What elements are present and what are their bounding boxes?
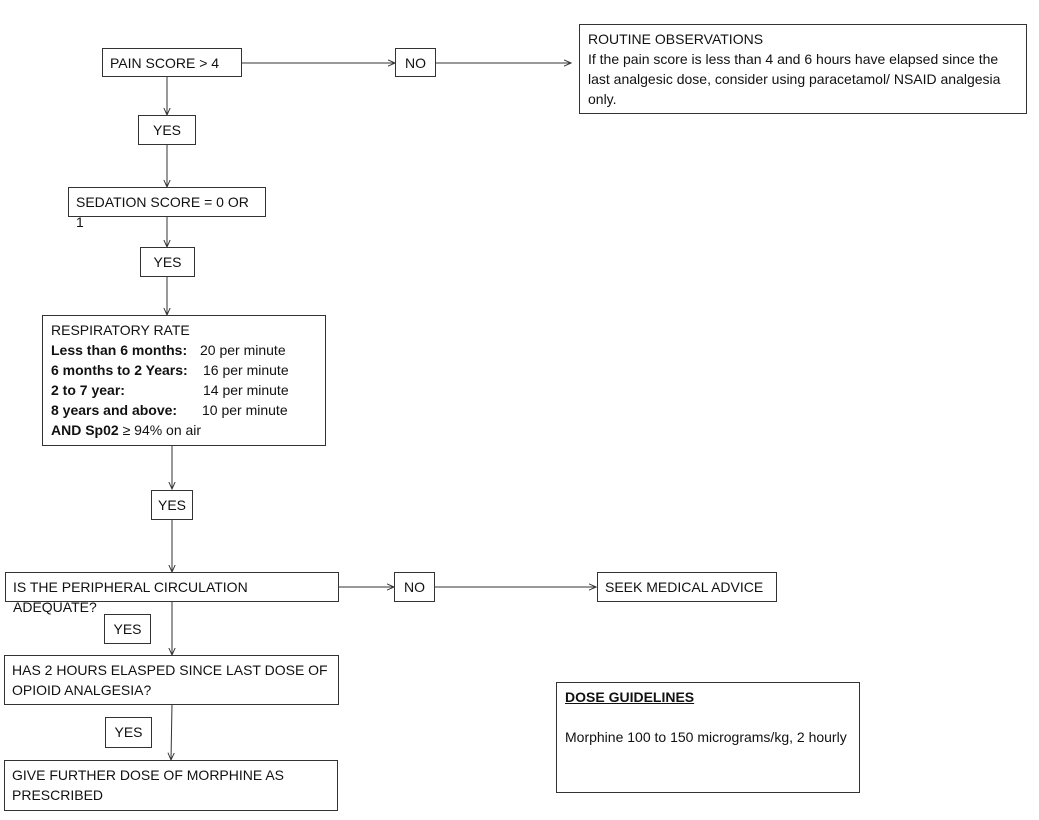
resp-row-value: 14 per minute xyxy=(203,382,289,398)
seek-medical-advice-box: SEEK MEDICAL ADVICE xyxy=(597,572,777,602)
resp-row: Less than 6 months: 20 per minute xyxy=(51,340,317,360)
dose-title: DOSE GUIDELINES xyxy=(565,689,695,705)
dose-guidelines-box: DOSE GUIDELINES Morphine 100 to 150 micr… xyxy=(556,682,860,793)
routine-title: ROUTINE OBSERVATIONS xyxy=(588,31,764,47)
arrow-elapsed-to-give xyxy=(171,703,172,760)
respiratory-title: RESPIRATORY RATE xyxy=(51,322,190,338)
resp-row-value: 10 per minute xyxy=(202,402,288,418)
sedation-score-box: SEDATION SCORE = 0 OR 1 xyxy=(68,187,266,230)
resp-row: 6 months to 2 Years: 16 per minute xyxy=(51,360,317,380)
sedation-score-label: SEDATION SCORE = 0 OR 1 xyxy=(76,194,249,230)
yes-label-3: YES xyxy=(151,490,193,520)
yes-label-1: YES xyxy=(138,115,196,145)
resp-row-label: 2 to 7 year: xyxy=(51,382,125,398)
give-label: GIVE FURTHER DOSE OF MORPHINE AS PRESCRI… xyxy=(12,767,285,803)
spo2-rest: ≥ 94% on air xyxy=(122,422,202,438)
respiratory-rate-box: RESPIRATORY RATE Less than 6 months: 20 p… xyxy=(42,315,326,446)
peripheral-circulation-box: IS THE PERIPHERAL CIRCULATION ADEQUATE? xyxy=(5,572,339,615)
pain-score-label: PAIN SCORE > 4 xyxy=(110,55,220,71)
elapsed-label: HAS 2 HOURS ELASPED SINCE LAST DOSE OF O… xyxy=(12,662,328,698)
resp-row: 2 to 7 year: 14 per minute xyxy=(51,380,317,400)
routine-text: If the pain score is less than 4 and 6 h… xyxy=(588,51,1001,107)
spo2-line: AND Sp02 ≥ 94% on air xyxy=(51,420,317,440)
resp-row: 8 years and above: 10 per minute xyxy=(51,400,317,420)
yes-label-5: YES xyxy=(105,717,152,748)
yes-label-2: YES xyxy=(140,247,195,277)
spo2-bold: AND Sp02 xyxy=(51,422,119,438)
no-label-1: NO xyxy=(395,48,436,77)
resp-row-label: 6 months to 2 Years: xyxy=(51,362,188,378)
yes-label-4: YES xyxy=(104,614,151,644)
resp-row-label: 8 years and above: xyxy=(51,402,178,418)
resp-row-value: 20 per minute xyxy=(200,342,286,358)
resp-row-value: 16 per minute xyxy=(203,362,289,378)
seek-label: SEEK MEDICAL ADVICE xyxy=(605,579,764,595)
pain-score-box: PAIN SCORE > 4 xyxy=(102,48,242,77)
no-label-2: NO xyxy=(394,572,435,602)
two-hours-elapsed-box: HAS 2 HOURS ELASPED SINCE LAST DOSE OF O… xyxy=(4,655,339,705)
routine-observations-box: ROUTINE OBSERVATIONS If the pain score i… xyxy=(579,24,1027,114)
dose-text: Morphine 100 to 150 micrograms/kg, 2 hou… xyxy=(565,729,847,745)
give-morphine-box: GIVE FURTHER DOSE OF MORPHINE AS PRESCRI… xyxy=(4,760,338,811)
resp-row-label: Less than 6 months: xyxy=(51,342,188,358)
circulation-label: IS THE PERIPHERAL CIRCULATION ADEQUATE? xyxy=(13,579,248,615)
